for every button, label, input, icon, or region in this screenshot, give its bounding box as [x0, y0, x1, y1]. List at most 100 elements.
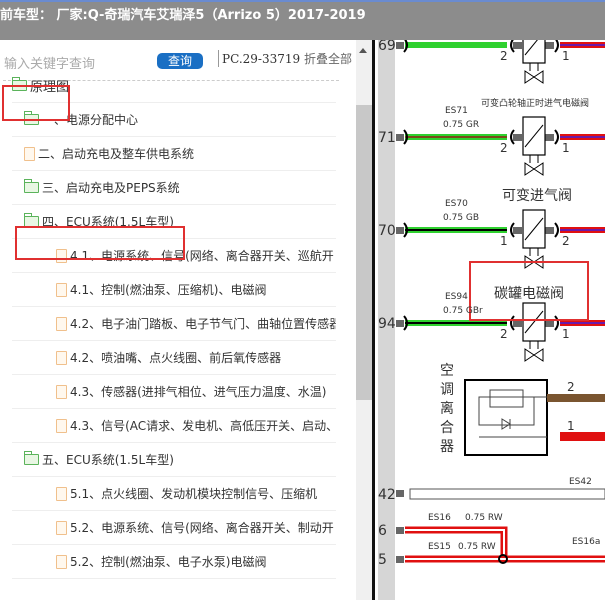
pin	[545, 134, 554, 141]
tree-item-label: 4.3、传感器(进排气相位、进气压力温度、水温)	[70, 385, 327, 399]
pc-code: PC.29-33719	[222, 52, 301, 66]
folder-icon	[23, 179, 39, 193]
valve-icon	[524, 248, 544, 269]
file-icon	[56, 282, 67, 297]
pc-info: PC.29-33719 折叠全部	[218, 50, 352, 67]
file-icon	[56, 520, 67, 535]
tree-item[interactable]: 5.2、电源系统、信号(网络、离合器开关、制动开	[12, 511, 336, 545]
connector	[510, 40, 515, 53]
folder-icon	[23, 451, 39, 465]
tree-item-label: 5.2、控制(燃油泵、电子水泵)电磁阀	[70, 555, 267, 569]
pin	[545, 320, 554, 327]
tree-item[interactable]: 5.2、控制(燃油泵、电子水泵)电磁阀	[12, 545, 336, 579]
tree-item[interactable]: 5.1、点火线圈、发动机模块控制信号、压缩机	[12, 477, 336, 511]
tree-item-label: 原理图	[30, 80, 70, 95]
wire-label: ES71	[445, 106, 468, 116]
tree-item[interactable]: 三、启动充电及PEPS系统	[12, 171, 336, 205]
file-icon	[24, 146, 35, 161]
tree-item[interactable]: 二、启动充电及整车供电系统	[12, 137, 336, 171]
pin	[396, 490, 404, 497]
wire-label: ES70	[445, 199, 468, 209]
wire-label: ES15	[428, 542, 451, 552]
wire-label: ES16	[428, 513, 451, 523]
wire	[409, 488, 605, 500]
connector	[403, 222, 408, 238]
pin	[396, 556, 404, 563]
search-input[interactable]: 输入关键字查询	[4, 57, 96, 72]
pin-number: 94	[378, 316, 396, 332]
wire-label: ES94	[445, 292, 468, 302]
clutch-icon	[464, 379, 548, 456]
solenoid-slash	[524, 40, 538, 56]
tree-item-label: 四、ECU系统(1.5L车型)	[42, 215, 174, 229]
tree-item[interactable]: 4.2、电子油门踏板、电子节气门、曲轴位置传感器	[12, 307, 336, 341]
tree-item[interactable]: 4.3、信号(AC请求、发电机、高低压开关、启动、	[12, 409, 336, 443]
pin	[545, 227, 554, 234]
file-icon	[56, 248, 67, 263]
file-icon	[56, 316, 67, 331]
splice-icon	[498, 554, 508, 564]
scroll-up-icon[interactable]	[359, 48, 367, 53]
divider	[3, 80, 339, 81]
tree-item-label: 4.2、喷油嘴、点火线圈、前后氧传感器	[70, 351, 282, 365]
tree-item[interactable]: 4.1、控制(燃油泵、压缩机)、电磁阀	[12, 273, 336, 307]
connector-strip	[378, 40, 395, 600]
wire	[560, 432, 605, 441]
wire-spec: 0.75 GB	[443, 213, 479, 223]
pin	[396, 527, 404, 534]
highlight-box	[2, 85, 70, 121]
pin-number: 42	[378, 487, 396, 503]
pin	[396, 227, 404, 234]
tree-item-label: 5.2、电源系统、信号(网络、离合器开关、制动开	[70, 521, 334, 535]
terminal-number: 1	[500, 234, 508, 248]
pin	[513, 42, 522, 49]
pin	[396, 134, 404, 141]
file-icon	[56, 350, 67, 365]
pin-number: 5	[378, 552, 387, 568]
file-icon	[56, 418, 67, 433]
terminal-number: 1	[567, 419, 575, 433]
wire-label: ES42	[569, 477, 592, 487]
tree-item[interactable]: 4.2、喷油嘴、点火线圈、前后氧传感器	[12, 341, 336, 375]
wire-spec: 0.75 RW	[465, 513, 503, 523]
terminal-number: 2	[567, 380, 575, 394]
terminal-number: 1	[562, 327, 570, 341]
wire-stripe	[405, 529, 505, 559]
solenoid-slash	[524, 310, 544, 334]
solenoid-icon	[522, 40, 546, 64]
component-label: 可变进气阀	[502, 188, 572, 204]
diode-icon	[501, 418, 511, 430]
component-label: 可变凸轮轴正时进气电磁阀	[481, 97, 589, 109]
terminal-number: 1	[562, 141, 570, 155]
wire-spec: 0.75 RW	[458, 542, 496, 552]
pin	[513, 320, 522, 327]
pin-number: 6	[378, 523, 387, 539]
pin	[396, 42, 404, 49]
pin-number: 70	[378, 223, 396, 239]
tree-item[interactable]: 四、ECU系统(1.5L车型)	[12, 205, 336, 239]
scrollbar-thumb[interactable]	[356, 105, 372, 400]
valve-icon	[524, 63, 544, 84]
collapse-all-button[interactable]: 折叠全部	[303, 52, 352, 66]
tree-item-label: 5.1、点火线圈、发动机模块控制信号、压缩机	[70, 487, 318, 501]
tree-item-label: 4.2、电子油门踏板、电子节气门、曲轴位置传感器	[70, 317, 336, 331]
connector	[403, 129, 408, 145]
file-icon	[56, 384, 67, 399]
tree-item-label: 一、电源分配中心	[42, 113, 139, 127]
tree-item-label: 4.1、控制(燃油泵、压缩机)、电磁阀	[70, 283, 267, 297]
search-button[interactable]: 查询	[157, 53, 203, 69]
title-bar: 前车型： 厂家:Q-奇瑞汽车艾瑞泽5（Arrizo 5）2017-2019	[0, 0, 605, 40]
tree-item[interactable]: 4.3、传感器(进排气相位、进气压力温度、水温)	[12, 375, 336, 409]
pin	[513, 227, 522, 234]
file-icon	[56, 486, 67, 501]
scrollbar[interactable]	[356, 40, 372, 600]
clutch-label: 空调离合器	[440, 363, 454, 455]
terminal-number: 2	[500, 327, 508, 341]
connector	[554, 40, 559, 53]
tree-panel: 输入关键字查询 查询 PC.29-33719 折叠全部 原理图一、电源分配中心二…	[0, 40, 372, 600]
connector	[403, 315, 408, 331]
tree-item[interactable]: 五、ECU系统(1.5L车型)	[12, 443, 336, 477]
tree-item-label: 三、启动充电及PEPS系统	[42, 181, 180, 195]
connector	[510, 315, 515, 331]
